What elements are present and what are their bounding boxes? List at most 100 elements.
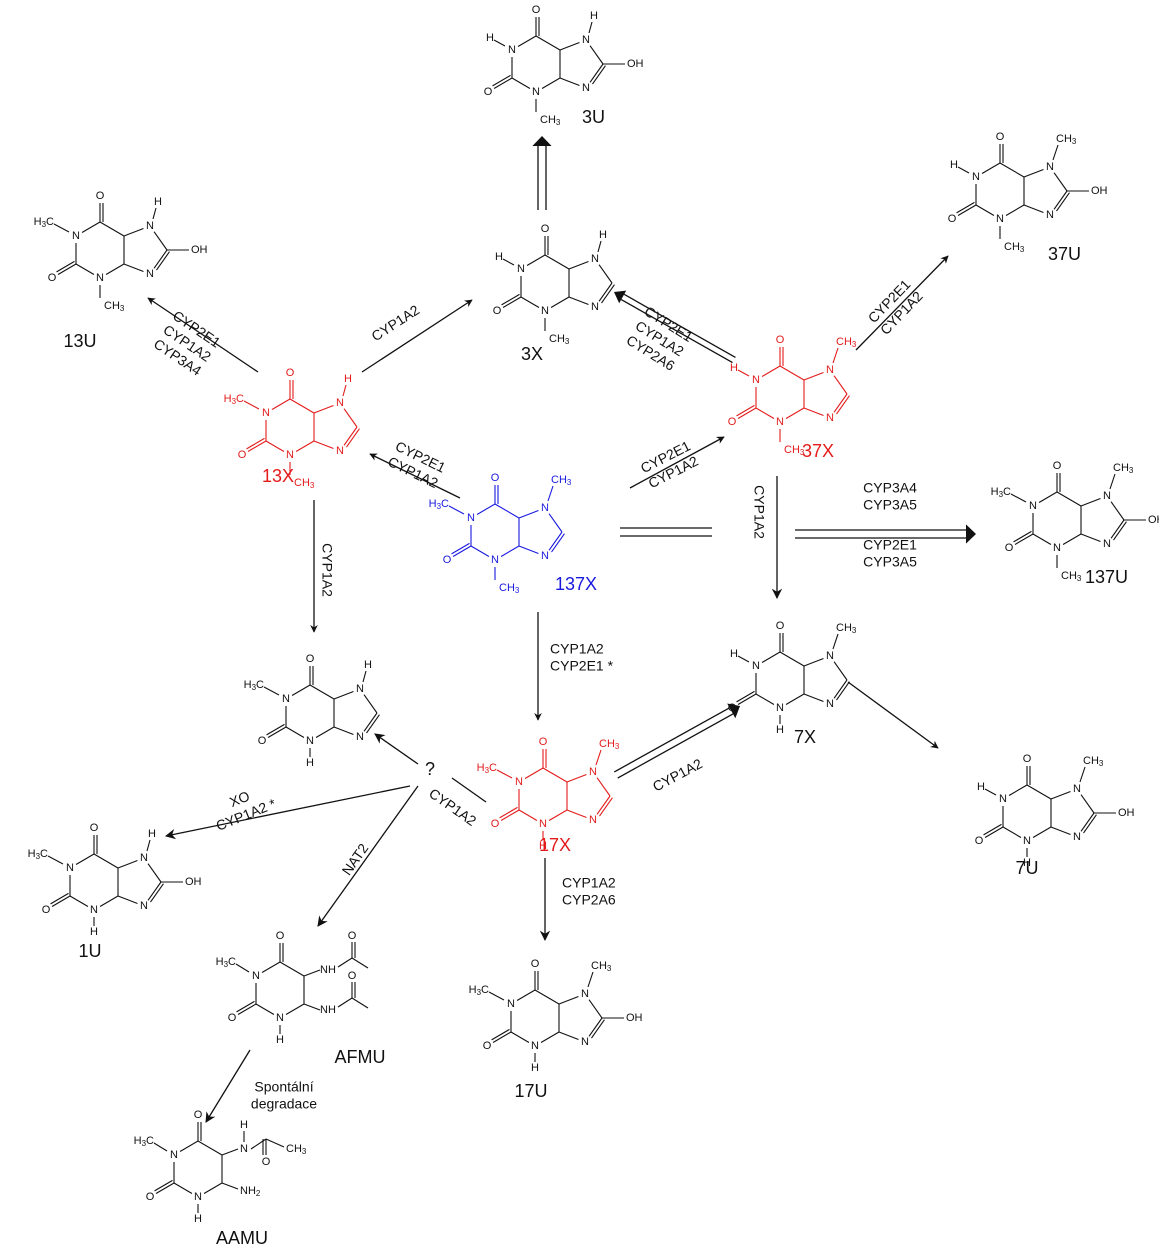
substituent-n3: H [539, 840, 547, 852]
atom-n7: N [591, 253, 599, 265]
atom-o6: O [491, 472, 500, 484]
atom-n9: N [140, 900, 148, 912]
atom-n1: N [507, 998, 515, 1010]
substituent-n7: CH3 [1056, 133, 1077, 146]
substituent-n7: H [344, 373, 352, 385]
line-17x-question [451, 777, 487, 803]
acetamide-5-nh: NH [320, 964, 336, 976]
substituent-n7: CH3 [1113, 462, 1134, 475]
atom-n9: N [146, 268, 154, 280]
acetamide-h: H [240, 1119, 248, 1131]
atom-n1: N [752, 660, 760, 672]
atom-n9: N [826, 412, 834, 424]
substituent-n7: H [590, 10, 598, 22]
substituent-c8: OH [1091, 185, 1108, 197]
atom-n3: N [531, 1040, 539, 1052]
substituent-n7: CH3 [836, 622, 857, 635]
acetamide-6-o: O [348, 970, 357, 982]
atom-o2: O [491, 818, 500, 830]
atom-n1: N [1029, 500, 1037, 512]
substituent-nh: H [276, 1034, 284, 1046]
arrow-37x-3x [614, 290, 736, 364]
atom-o2: O [975, 835, 984, 847]
substituent-n1: H3C [224, 393, 244, 406]
molecule-7x: NNNNOOHHCH37X [728, 620, 857, 747]
arrow-question-afmu [317, 785, 419, 927]
arrow-afmu-aamu [205, 1049, 251, 1123]
label-3x: 3X [521, 344, 543, 364]
substituent-n3: H [90, 926, 98, 938]
substituent-n7: H [154, 196, 162, 208]
substituent-nh2: NH2 [240, 1185, 261, 1198]
atom-o6: O [286, 367, 295, 379]
question-mark: ? [425, 759, 435, 779]
atom-n3: N [90, 904, 98, 916]
substituent-n1: H [950, 159, 958, 171]
atom-n3: N [286, 449, 294, 461]
label-17x: 17X [539, 835, 571, 855]
atom-n3: N [776, 416, 784, 428]
atom-o6: O [306, 653, 315, 665]
substituent-n3: H [1023, 857, 1031, 869]
arrow-137x-13x [369, 453, 461, 499]
substituent-n1: H [730, 648, 738, 660]
substituent-n1: H3C [469, 984, 489, 997]
atom-o4: O [194, 1109, 203, 1121]
label-37x: 37X [802, 441, 834, 461]
arrow-3x-3u [532, 136, 552, 210]
arrow-13x-13u [147, 297, 259, 373]
atom-n7: N [356, 683, 364, 695]
atom-n9: N [581, 1036, 589, 1048]
atom-n3: N [252, 970, 260, 982]
atom-o2: O [948, 213, 957, 225]
substituent-n7: CH3 [836, 336, 857, 349]
acetamide-n: N [240, 1143, 248, 1155]
substituent-n7: H [364, 659, 372, 671]
atom-n7: N [146, 220, 154, 232]
substituent-c8: OH [1118, 807, 1135, 819]
substituent-n7: CH3 [1083, 755, 1104, 768]
enzyme-17x-17u-line-1: CYP2A6 [562, 892, 616, 908]
label-afmu: AFMU [335, 1047, 386, 1067]
substituent-n1: H3C [34, 216, 54, 229]
atom-n3: N [96, 272, 104, 284]
substituent-c8: OH [1148, 514, 1159, 526]
label-137x: 137X [555, 574, 597, 594]
atom-n1: N [752, 374, 760, 386]
atom-n7: N [826, 650, 834, 662]
atom-o2: O [258, 735, 267, 747]
atom-n3: N [776, 702, 784, 714]
substituent-n3: CH3 [1061, 570, 1082, 583]
enzyme-137x-137u-top-line-1: CYP3A5 [863, 497, 917, 513]
enzyme-13x-1x: CYP1A2 [319, 543, 335, 597]
substituent-n3: CH3 [104, 300, 125, 313]
substituent-n3: H [306, 757, 314, 769]
label-7x: 7X [794, 727, 816, 747]
atom-o2: O [483, 1040, 492, 1052]
acetamide-ch3: CH3 [286, 1143, 307, 1156]
atom-o2: O [493, 305, 502, 317]
atom-n3: N [532, 86, 540, 98]
arrow-question-1x [374, 733, 419, 765]
label-aamu: AAMU [216, 1228, 268, 1248]
atom-n3: N [1023, 835, 1031, 847]
atom-n3: N [306, 735, 314, 747]
acetamide-o: O [262, 1156, 271, 1168]
substituent-n7: H [599, 229, 607, 241]
substituent-n7: H [148, 828, 156, 840]
atom-o2: O [42, 904, 51, 916]
label-17u: 17U [514, 1081, 547, 1101]
atom-n9: N [591, 301, 599, 313]
enzyme-13x-1x-line-0: CYP1A2 [319, 543, 335, 597]
substituent-n3: H [531, 1062, 539, 1074]
atom-n1: N [467, 512, 475, 524]
atom-n3: N [1053, 542, 1061, 554]
